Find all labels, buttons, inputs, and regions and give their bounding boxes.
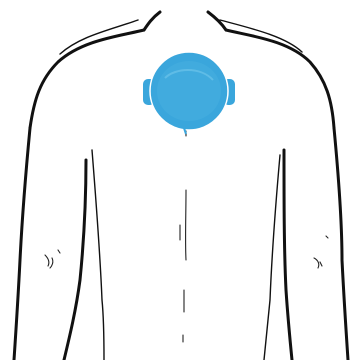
neck-outline: [144, 12, 226, 30]
right-arm-outline: [264, 128, 348, 360]
left-arm-outline: [14, 128, 104, 360]
spine-line: [180, 130, 186, 342]
round-sensor-patch-icon: [142, 52, 236, 134]
